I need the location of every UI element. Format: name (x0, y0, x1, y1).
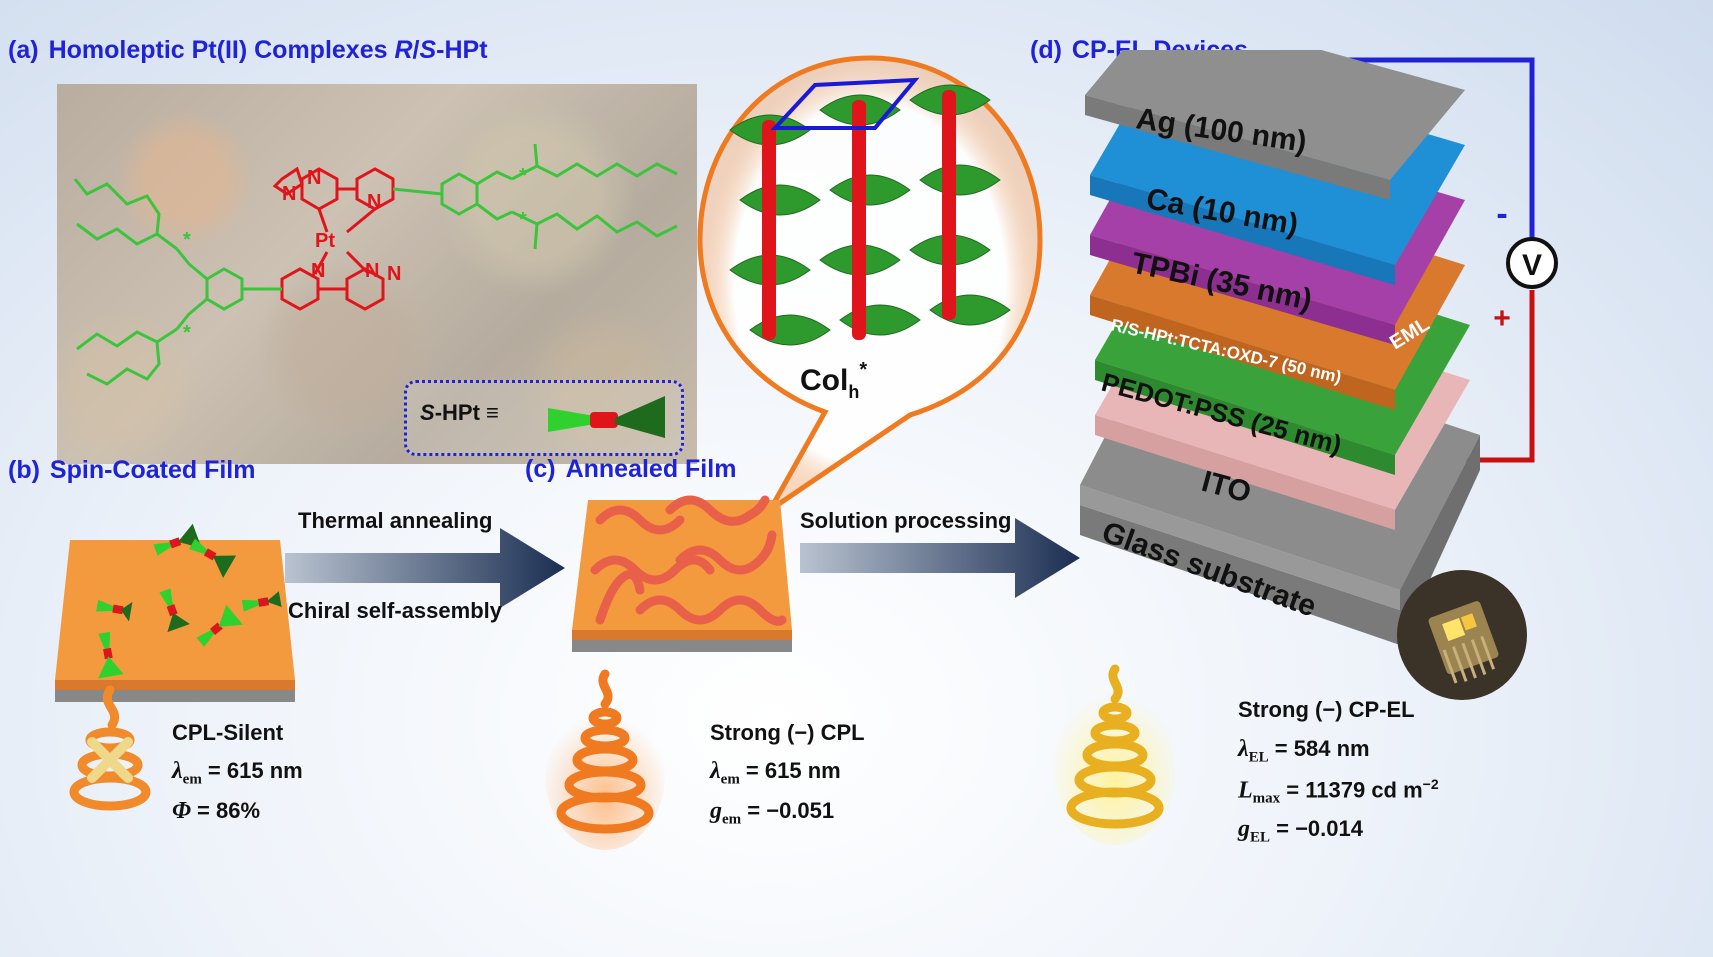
panel-d-g-val: = −0.014 (1270, 816, 1363, 841)
panel-a-title-part2: -HPt (436, 36, 488, 64)
panel-d-prop2: λEL = 584 nm (1238, 736, 1370, 766)
arrow2-top-label: Solution processing (800, 508, 1012, 533)
n-atom-label-5: N (365, 260, 379, 282)
n-atom-label-3: N (367, 191, 381, 213)
panel-b-phi: Φ (172, 798, 191, 824)
helix-el-icon (1055, 664, 1175, 845)
layer-ag (1085, 50, 1465, 200)
panel-d-prop1: Strong (−) CP-EL (1238, 697, 1415, 722)
panel-d-g: g (1238, 816, 1250, 842)
chiral-star-1: * (183, 229, 191, 251)
n-atom-label-6: N (387, 263, 401, 285)
panel-a-title-slash: / (412, 36, 420, 64)
panel-a-heading: (a) Homoleptic Pt(II) Complexes R/S-HPt (8, 36, 488, 65)
shpt-legend-label: S-HPt ≡ (420, 400, 499, 426)
panel-c-prop1: Strong (−) CPL (710, 720, 865, 745)
panel-d-prop3: Lmax = 11379 cd m−2 (1238, 776, 1439, 808)
panel-c-title: Annealed Film (565, 455, 737, 483)
helix-silent-icon (69, 685, 151, 811)
alkyl-chains (73, 143, 678, 386)
colh-label: Colh* (800, 359, 867, 402)
fiber-bundles (590, 495, 787, 626)
arrow-solution-processing (800, 518, 1080, 598)
panel-c-prop2: λem = 615 nm (710, 758, 841, 788)
pt-core-bonds (272, 166, 395, 311)
panel-b-phi-val: = 86% (190, 798, 261, 823)
arrow1-bottom-label: Chiral self-assembly (288, 598, 502, 623)
panel-b-prop1: CPL-Silent (172, 720, 284, 745)
panel-c-g-val: = −0.051 (741, 798, 835, 823)
helix-cpl-icon (545, 669, 665, 850)
panel-b-heading: (b) Spin-Coated Film (8, 456, 255, 485)
panel-d-lmax-sub: max (1252, 790, 1281, 807)
chiral-star-4: * (519, 209, 527, 231)
shpt-bowtie-icon (548, 396, 665, 438)
voltmeter-label: V (1522, 249, 1542, 282)
panel-c-g: g (710, 798, 722, 824)
panel-d-lambda: λ (1238, 736, 1249, 762)
panel-c-lambda-sub: em (720, 771, 740, 788)
panel-a-title-r: R (394, 36, 413, 64)
pt-atom-label: Pt (315, 230, 335, 252)
panel-a-title-part1: Homoleptic Pt(II) Complexes (48, 36, 395, 64)
panel-c-g-sub: em (722, 811, 742, 828)
panel-d-lmax-sup: −2 (1422, 776, 1439, 792)
panel-c-lambda-val: = 615 nm (739, 758, 841, 783)
device-stack: V - + Ag (100 nm) Ca (10 nm) TPBi (35 (1080, 50, 1558, 645)
plus-sign: + (1493, 302, 1511, 335)
panel-b-lambda-val: = 615 nm (201, 758, 303, 783)
panel-b-lambda: λ (172, 758, 183, 784)
n-atom-label-2: N (282, 183, 296, 205)
chiral-star-2: * (183, 322, 191, 344)
columnar-assembly-3d (729, 77, 1011, 346)
chiral-star-3: * (519, 165, 527, 187)
panel-d-prop4: gEL = −0.014 (1238, 816, 1363, 846)
randomly-oriented-molecules (96, 523, 282, 679)
shpt-legend-s: S (420, 400, 435, 425)
panel-d-lambda-val: = 584 nm (1268, 736, 1370, 761)
panel-b-tag: (b) (8, 456, 40, 484)
cross-mark-icon (87, 737, 133, 783)
panel-b-prop3: Φ = 86% (172, 798, 260, 825)
arrow-annealing (285, 528, 565, 608)
panel-b-title: Spin-Coated Film (49, 456, 256, 484)
arrow1-top-label: Thermal annealing (298, 508, 493, 533)
device-photo (1397, 570, 1527, 700)
voltmeter-icon (1506, 237, 1558, 289)
n-atom-label-4: N (311, 260, 325, 282)
shpt-legend-rest: -HPt ≡ (434, 400, 499, 425)
minus-sign: - (1496, 195, 1507, 233)
panel-c-tag: (c) (525, 455, 556, 483)
panel-d-tag: (d) (1030, 36, 1062, 64)
panel-d-lmax-val: = 11379 cd m (1280, 777, 1423, 803)
panel-a-tag: (a) (8, 36, 39, 64)
panel-d-lambda-sub: EL (1248, 749, 1269, 766)
molecular-structure: Pt N N N N N N * * * * (73, 143, 678, 386)
n-atom-label-1: N (307, 167, 321, 189)
spin-coated-film (55, 523, 295, 702)
panel-c-prop3: gem = −0.051 (710, 798, 834, 828)
panel-c-lambda: λ (710, 758, 721, 784)
panel-d-g-sub: EL (1250, 829, 1271, 846)
panel-c-heading: (c) Annealed Film (525, 455, 736, 484)
annealed-film (572, 495, 792, 652)
panel-d-lmax: L (1238, 777, 1253, 804)
panel-b-lambda-sub: em (182, 771, 202, 788)
unit-cell-outline (770, 77, 920, 130)
panel-b-prop2: λem = 615 nm (172, 758, 303, 788)
colh-callout: Colh* (697, 55, 1043, 513)
panel-a-title-s: S (419, 36, 437, 64)
